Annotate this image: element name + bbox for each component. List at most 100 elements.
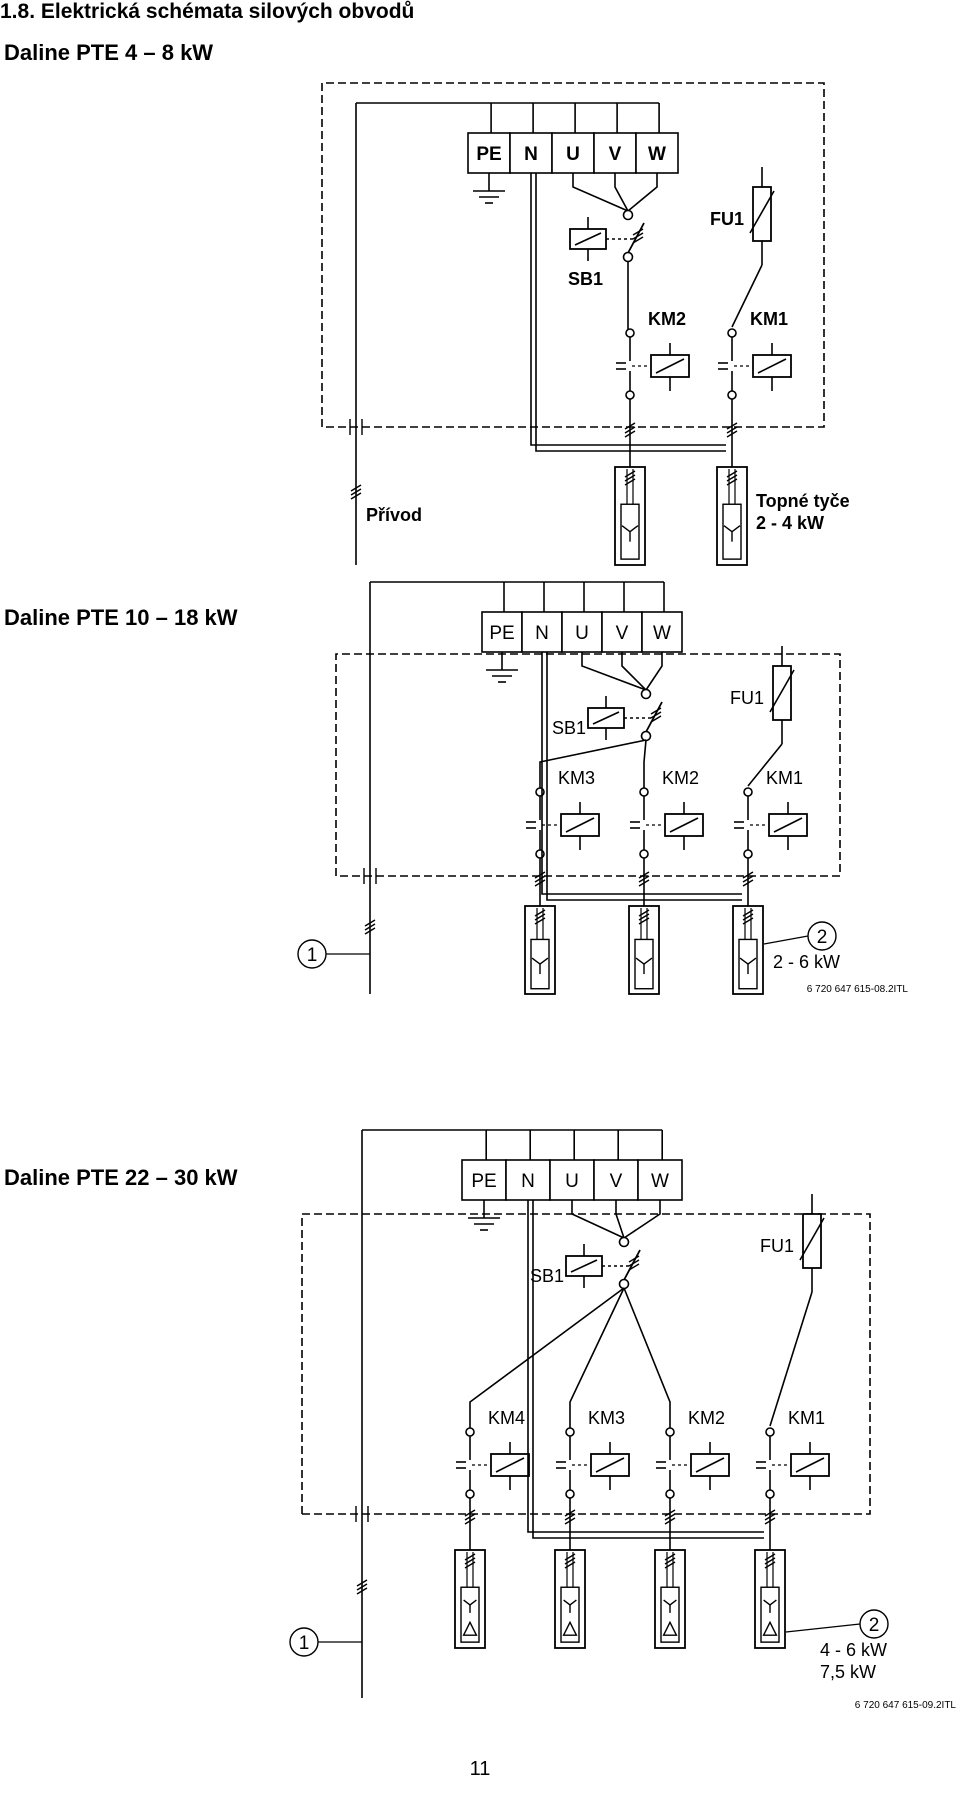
contactor-label-km1: KM1 <box>750 309 788 329</box>
star-winding-icon <box>539 957 549 965</box>
star-winding-icon <box>669 1599 677 1606</box>
three-phase-mark <box>650 711 662 719</box>
three-phase-mark <box>350 484 362 492</box>
switch-input-node <box>618 1236 630 1248</box>
three-phase-mark <box>464 1509 476 1517</box>
contactor-label-km1: KM1 <box>766 768 803 788</box>
phase-wire <box>572 173 629 212</box>
phase-wire <box>615 1200 625 1239</box>
switch-output-node <box>640 730 652 742</box>
terminal-label-u: U <box>575 623 589 644</box>
star-winding-icon <box>663 1599 671 1606</box>
star-winding-icon <box>635 957 645 965</box>
contact-top-node <box>625 328 635 338</box>
scheme-heading-pte-22-30: Daline PTE 22 – 30 kW <box>4 1165 238 1190</box>
contact-top-node <box>639 787 649 797</box>
three-phase-mark <box>664 1509 676 1517</box>
contact-top-node <box>743 787 753 797</box>
contactor-label-km1: KM1 <box>788 1408 825 1428</box>
star-winding-icon <box>723 525 733 533</box>
enclosure-dashed-border <box>335 653 841 877</box>
three-phase-mark <box>638 917 650 925</box>
coil-slash <box>565 817 595 833</box>
star-winding-icon <box>569 1599 577 1606</box>
three-phase-mark <box>534 879 546 887</box>
terminal-n <box>521 611 563 653</box>
terminal-label-w: W <box>648 144 666 165</box>
coil-slash <box>757 358 787 374</box>
three-phase-mark <box>564 1517 576 1525</box>
terminal-w <box>637 1159 683 1201</box>
scheme-heading-pte-10-18: Daline PTE 10 – 18 kW <box>4 605 238 630</box>
three-phase-mark <box>632 232 644 240</box>
three-phase-mark <box>624 470 636 478</box>
contactor-label-km2: KM2 <box>648 309 686 329</box>
star-winding-icon <box>769 1599 777 1606</box>
delta-winding-icon <box>762 1620 778 1636</box>
three-phase-mark <box>664 1517 676 1525</box>
star-winding-icon <box>739 957 749 965</box>
three-phase-mark <box>628 1263 640 1271</box>
three-phase-mark <box>638 913 650 921</box>
marker-heaters: 2 <box>817 927 828 948</box>
three-phase-mark <box>464 1513 476 1521</box>
three-phase-mark <box>356 1587 368 1595</box>
three-phase-mark <box>726 474 738 482</box>
star-winding-icon <box>621 525 631 533</box>
switch-output-node <box>622 251 634 263</box>
three-phase-mark <box>726 422 738 430</box>
three-phase-mark <box>764 1513 776 1521</box>
three-phase-mark <box>628 1259 640 1267</box>
three-phase-mark <box>638 871 650 879</box>
three-phase-mark <box>564 1513 576 1521</box>
heater-rating-label: 2 - 6 kW <box>773 952 840 972</box>
three-phase-mark <box>464 1557 476 1565</box>
fuse-to-contactor-wire <box>769 1291 813 1427</box>
terminal-u <box>549 1159 595 1201</box>
star-winding-icon <box>563 1599 571 1606</box>
switch-to-contactor-wire <box>623 1287 671 1428</box>
three-phase-mark <box>534 917 546 925</box>
terminal-label-w: W <box>651 1171 669 1192</box>
terminal-label-u: U <box>566 144 580 165</box>
terminal-u <box>551 132 595 174</box>
fu1-fuse <box>772 665 792 721</box>
contactor-label-km3: KM3 <box>588 1408 625 1428</box>
contact-top-node <box>765 1427 775 1437</box>
three-phase-mark <box>742 913 754 921</box>
three-phase-mark <box>464 1517 476 1525</box>
switch-output-node <box>618 1278 630 1290</box>
contact-top-node <box>727 328 737 338</box>
star-winding-icon <box>629 525 639 533</box>
coil-slash <box>595 1457 625 1473</box>
marker-supply: 1 <box>307 945 318 966</box>
sb1-label: SB1 <box>552 718 586 738</box>
terminal-label-n: N <box>524 144 538 165</box>
sb1-label: SB1 <box>568 269 603 289</box>
switch-input-node <box>640 688 652 700</box>
coil-slash <box>695 1457 725 1473</box>
three-phase-mark <box>364 919 376 927</box>
coil-slash <box>495 1457 525 1473</box>
star-winding-icon <box>731 525 741 533</box>
three-phase-mark <box>464 1561 476 1569</box>
three-phase-mark <box>624 426 636 434</box>
three-phase-mark <box>664 1557 676 1565</box>
contact-bottom-node <box>765 1489 775 1499</box>
three-phase-mark <box>764 1517 776 1525</box>
three-phase-mark <box>650 715 662 723</box>
terminal-n <box>505 1159 551 1201</box>
coil-slash <box>574 232 602 246</box>
delta-winding-icon <box>462 1620 478 1636</box>
fu1-fuse <box>802 1213 822 1269</box>
neutral-wire <box>530 173 726 446</box>
three-phase-mark <box>350 492 362 500</box>
phase-wire <box>621 652 647 691</box>
three-phase-mark <box>632 228 644 236</box>
star-winding-icon <box>463 1599 471 1606</box>
terminal-pe <box>461 1159 507 1201</box>
delta-winding-icon <box>662 1620 678 1636</box>
